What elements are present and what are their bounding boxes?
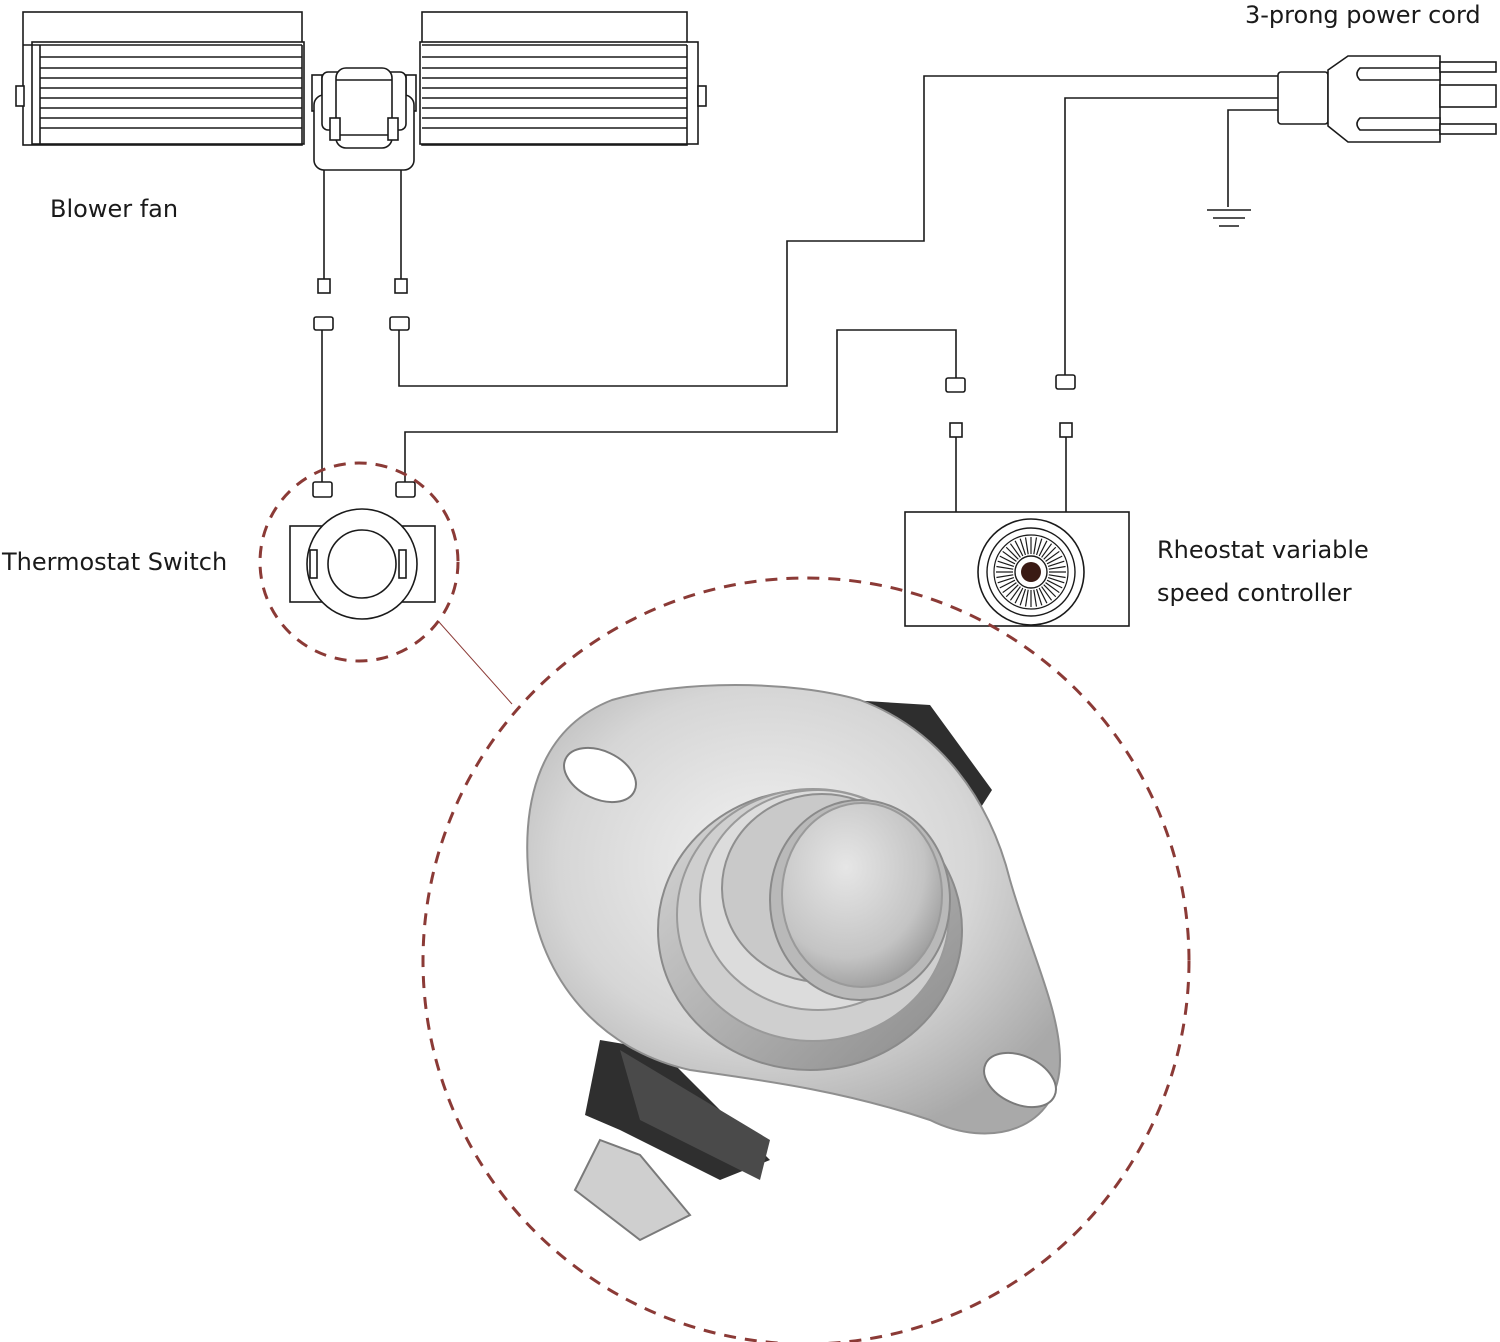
thermostat-switch-label: Thermostat Switch	[2, 548, 228, 576]
blower-motor	[311, 67, 417, 171]
callout	[258, 461, 1191, 1342]
knob-tick	[1033, 589, 1038, 607]
knob-tick	[1041, 586, 1053, 601]
wire-thermostat-to-rheostat	[404, 329, 957, 482]
rheostat-shaft	[1021, 562, 1041, 582]
knob-tick	[1038, 540, 1048, 557]
knob-tick	[1005, 546, 1019, 560]
thermostat-terminal	[573, 1138, 692, 1242]
connector-rheostat-2-lower	[1059, 422, 1073, 438]
knob-tick	[1009, 543, 1021, 558]
connectors	[312, 278, 1076, 498]
knob-tick	[1014, 540, 1024, 557]
knob-tick	[1033, 537, 1038, 555]
thermostat-photo	[526, 684, 1062, 1242]
knob-tick	[1014, 587, 1024, 604]
knob-tick	[1046, 555, 1063, 565]
knob-tick	[999, 579, 1016, 589]
knob-tick	[1035, 538, 1043, 556]
knob-tick	[1009, 586, 1021, 601]
knob-tick	[1045, 582, 1060, 594]
power-cord-label: 3-prong power cord	[1245, 1, 1481, 29]
connector-blower-2-mate	[389, 316, 410, 331]
knob-tick	[1047, 560, 1065, 568]
connector-rheostat-2-upper	[1055, 374, 1076, 390]
wire-ground	[1227, 109, 1280, 207]
blower-right-drum	[419, 11, 707, 146]
knob-tick	[1024, 589, 1029, 607]
knob-tick	[996, 574, 1014, 579]
knob-tick	[1002, 550, 1017, 562]
knob-tick	[1043, 584, 1057, 598]
knob-tick	[1043, 546, 1057, 560]
connector-blower-2	[394, 278, 408, 294]
knob-tick	[1019, 538, 1027, 556]
knob-tick	[997, 576, 1015, 584]
callout-small-circle	[258, 461, 460, 663]
mounting-hole-bottom	[983, 1051, 1057, 1109]
wire-blower-to-power	[398, 75, 1278, 387]
connector-blower-1	[317, 278, 331, 294]
knob-tick	[996, 565, 1014, 570]
connector-rheostat-1-lower	[949, 422, 963, 438]
knob-tick	[1002, 582, 1017, 594]
connector-rheostat-1-upper	[945, 377, 966, 393]
knob-tick	[999, 555, 1016, 565]
knob-tick	[1005, 584, 1019, 598]
knob-tick	[1041, 543, 1053, 558]
mounting-hole-top	[563, 746, 637, 804]
knob-tick	[1046, 579, 1063, 589]
blower-left-drum	[15, 11, 305, 146]
thermostat-cap	[781, 802, 943, 988]
knob-tick	[997, 560, 1015, 568]
callout-large-circle	[421, 576, 1191, 1342]
power-plug-icon	[1277, 55, 1497, 143]
rheostat-controller	[904, 511, 1130, 627]
knob-tick	[1048, 574, 1066, 579]
blower-fan-label: Blower fan	[50, 195, 179, 223]
thermostat-switch-symbol	[289, 508, 436, 620]
knob-tick	[1038, 587, 1048, 604]
rheostat-label-line1: Rheostat variable	[1157, 536, 1369, 564]
wire-rheostat-to-power	[1064, 97, 1278, 375]
knob-tick	[1035, 588, 1043, 606]
rheostat-label-line2: speed controller	[1157, 579, 1352, 607]
blower-fan	[15, 11, 707, 171]
connector-thermostat-1	[312, 481, 333, 498]
ground-icon	[1207, 209, 1251, 227]
knob-tick	[1045, 550, 1060, 562]
connector-thermostat-2	[395, 481, 416, 498]
knob-tick	[1047, 576, 1065, 584]
connector-blower-1-mate	[313, 316, 334, 331]
knob-tick	[1019, 588, 1027, 606]
wires	[321, 75, 1280, 512]
knob-tick	[1048, 565, 1066, 570]
rheostat-knob-ticks	[996, 537, 1066, 607]
callout-leader-line	[438, 621, 513, 705]
knob-tick	[1024, 537, 1029, 555]
